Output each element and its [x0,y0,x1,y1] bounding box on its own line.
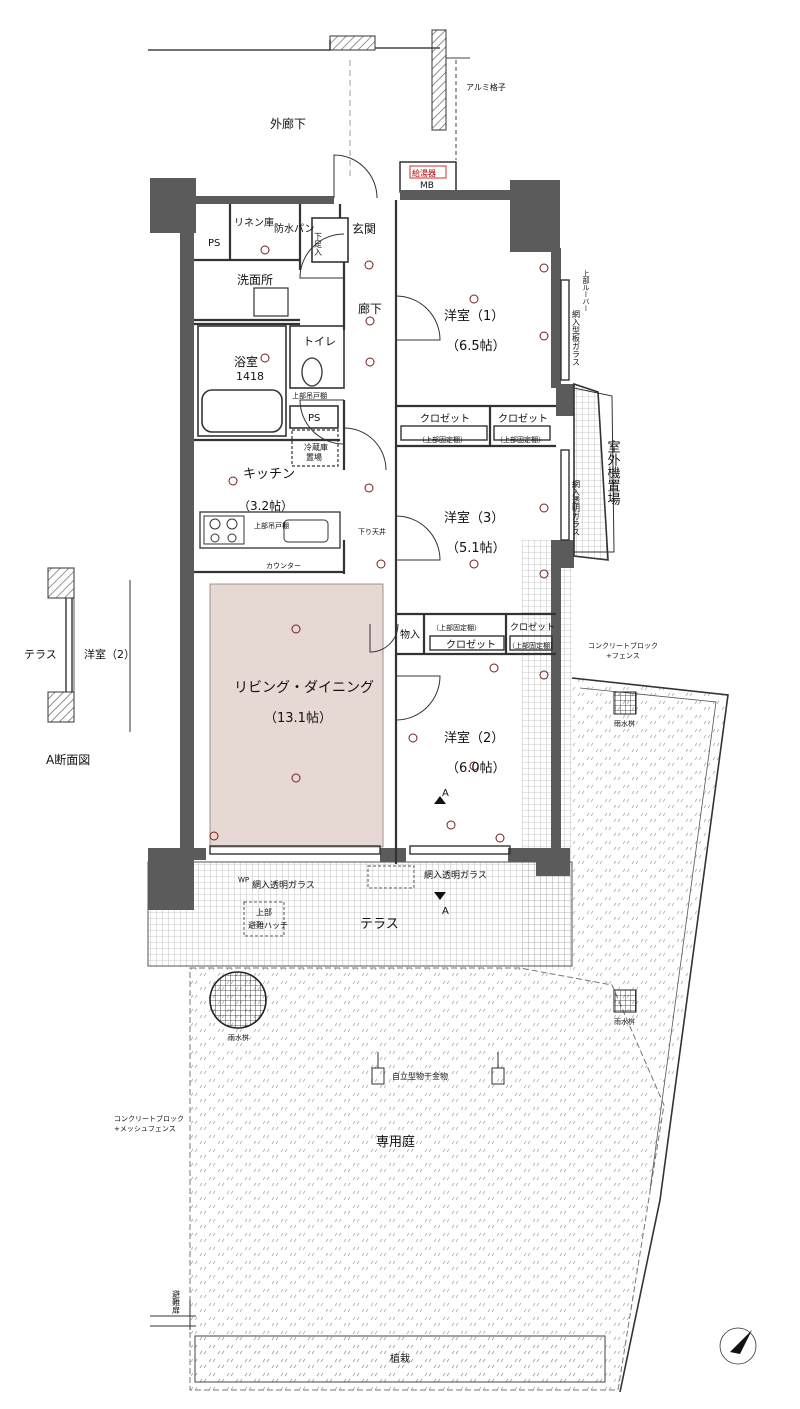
closet-a-sub-label: （上部固定棚） [418,435,467,444]
living-dining-floor [209,583,384,848]
rain-gutter-square-left [613,691,637,715]
mb-label: MB [420,181,434,191]
terrace-area [147,540,573,970]
lowered-ceiling-label: 下り天井 [358,527,386,536]
ps-top-label: PS [208,238,220,249]
counter-label: カウンター [266,561,301,570]
wire-glass-side2-label: 網入透明ガラス [572,479,581,536]
terrace-label: テラス [360,917,399,932]
wire-glass-side1-label: 網入型板ガラス [572,309,581,366]
evacuation-hatch [243,901,285,937]
toilet-label: トイレ [303,335,336,348]
section-room-label: 洋室（2） [84,647,135,661]
waterproof-pan-label: 防水パン [274,222,315,235]
ps-mid-label: PS [308,413,320,424]
bath-size-label: 1418 [236,370,264,383]
section-title-label: A断面図 [46,752,90,767]
private-garden-label: 専用庭 [376,1134,415,1150]
closet-d-label: クロゼット [510,621,555,633]
upper-cabinet-kitchen-label: 上部吊戸棚 [254,521,289,530]
planting-strip [194,1335,606,1383]
kitchen-label: キッチン [243,467,295,482]
windows [209,279,570,855]
room1-label: 洋室（1） [444,308,504,324]
evacuation-door [150,1300,196,1330]
section-markers [434,796,446,900]
outdoor-unit-label: 室外機置場 [605,439,621,505]
wire-glass-right-label: 網入透明ガラス [424,869,487,881]
terrace-bench [367,865,415,889]
closet-a-label: クロゼット [420,413,470,425]
shoe-box-label: 下足入 [314,232,323,256]
section-detail [47,567,131,732]
north-arrow [719,1327,757,1365]
fridge2-label: 置場 [306,452,322,462]
room3-size-label: （5.1帖） [446,541,506,556]
toilet-fixture [301,357,323,387]
room2-size-label: （6.0帖） [446,761,506,776]
rain-gutter-square-right-label: 雨水桝 [614,1017,635,1026]
outer-corridor-structure [148,29,470,193]
block-fence-left2-label: +メッシュフェンス [114,1125,176,1133]
interior-walls [194,200,556,864]
washroom-label: 洗面所 [237,273,273,287]
aluminum-lattice-label: アルミ格子 [466,82,506,92]
fridge-label: 冷蔵庫 [304,442,328,452]
living-label: リビング・ダイニング [234,680,374,696]
outdoor-unit-area [573,382,615,561]
section-a-top-label: A [442,788,449,799]
room2-label: 洋室（2） [444,730,504,746]
evac-hatch1-label: 上部 [256,907,272,917]
kitchen-counter [199,511,341,549]
rain-gutter-circle-label: 雨水桝 [228,1033,249,1042]
section-a-bottom-label: A [442,906,449,917]
outer-corridor-label: 外廊下 [270,116,306,131]
rain-gutter-circle [209,971,267,1029]
exterior-walls [148,178,574,910]
living-size-label: （13.1帖） [264,711,332,726]
closet-b-sub-label: （上部固定棚） [496,435,545,444]
washbasin [253,287,289,317]
freestanding-rail-label: 自立型物干金物 [392,1071,448,1081]
room3-label: 洋室（3） [444,510,504,526]
rain-gutter-square-right [613,989,637,1013]
bath-label: 浴室 [234,354,258,369]
room1-size-label: （6.5帖） [446,339,506,354]
kitchen-size-label: （3.2帖） [238,498,293,513]
evac-door-label: 避難扉 [172,1289,181,1315]
upper-cabinet-bath-label: 上部吊戸棚 [292,391,327,400]
private-garden-area [189,967,665,1391]
water-heater-label: 給湯器 [412,168,436,178]
electric-fixtures [209,245,549,843]
closet-c-label: クロゼット [446,639,496,651]
hall-label: 廊下 [358,301,382,316]
rain-gutter-square-left-label: 雨水桝 [614,719,635,728]
planting-label: 植栽 [390,1352,410,1365]
block-fence-top2-label: +フェンス [606,652,640,660]
door-swings [299,154,441,721]
block-fence-top1-label: コンクリートブロック [588,641,658,650]
linen-label: リネン庫 [234,216,274,229]
bathtub [201,389,283,433]
entrance-label: 玄関 [352,221,376,236]
storage-label: 物入 [400,628,420,641]
block-fence-left1-label: コンクリートブロック [114,1114,184,1123]
closet-d-sub-label: （上部固定棚） [508,641,557,650]
evac-hatch2-label: 避難ハッチ [248,920,288,930]
closet-c-sub-label: （上部固定棚） [432,623,481,632]
section-terrace-label: テラス [24,648,57,661]
wire-glass-left-label: 網入透明ガラス [252,879,315,891]
upper-louver-label: 上部ルーバー [582,269,590,312]
wp-label: WP [238,876,249,884]
closet-b-label: クロゼット [498,413,548,425]
